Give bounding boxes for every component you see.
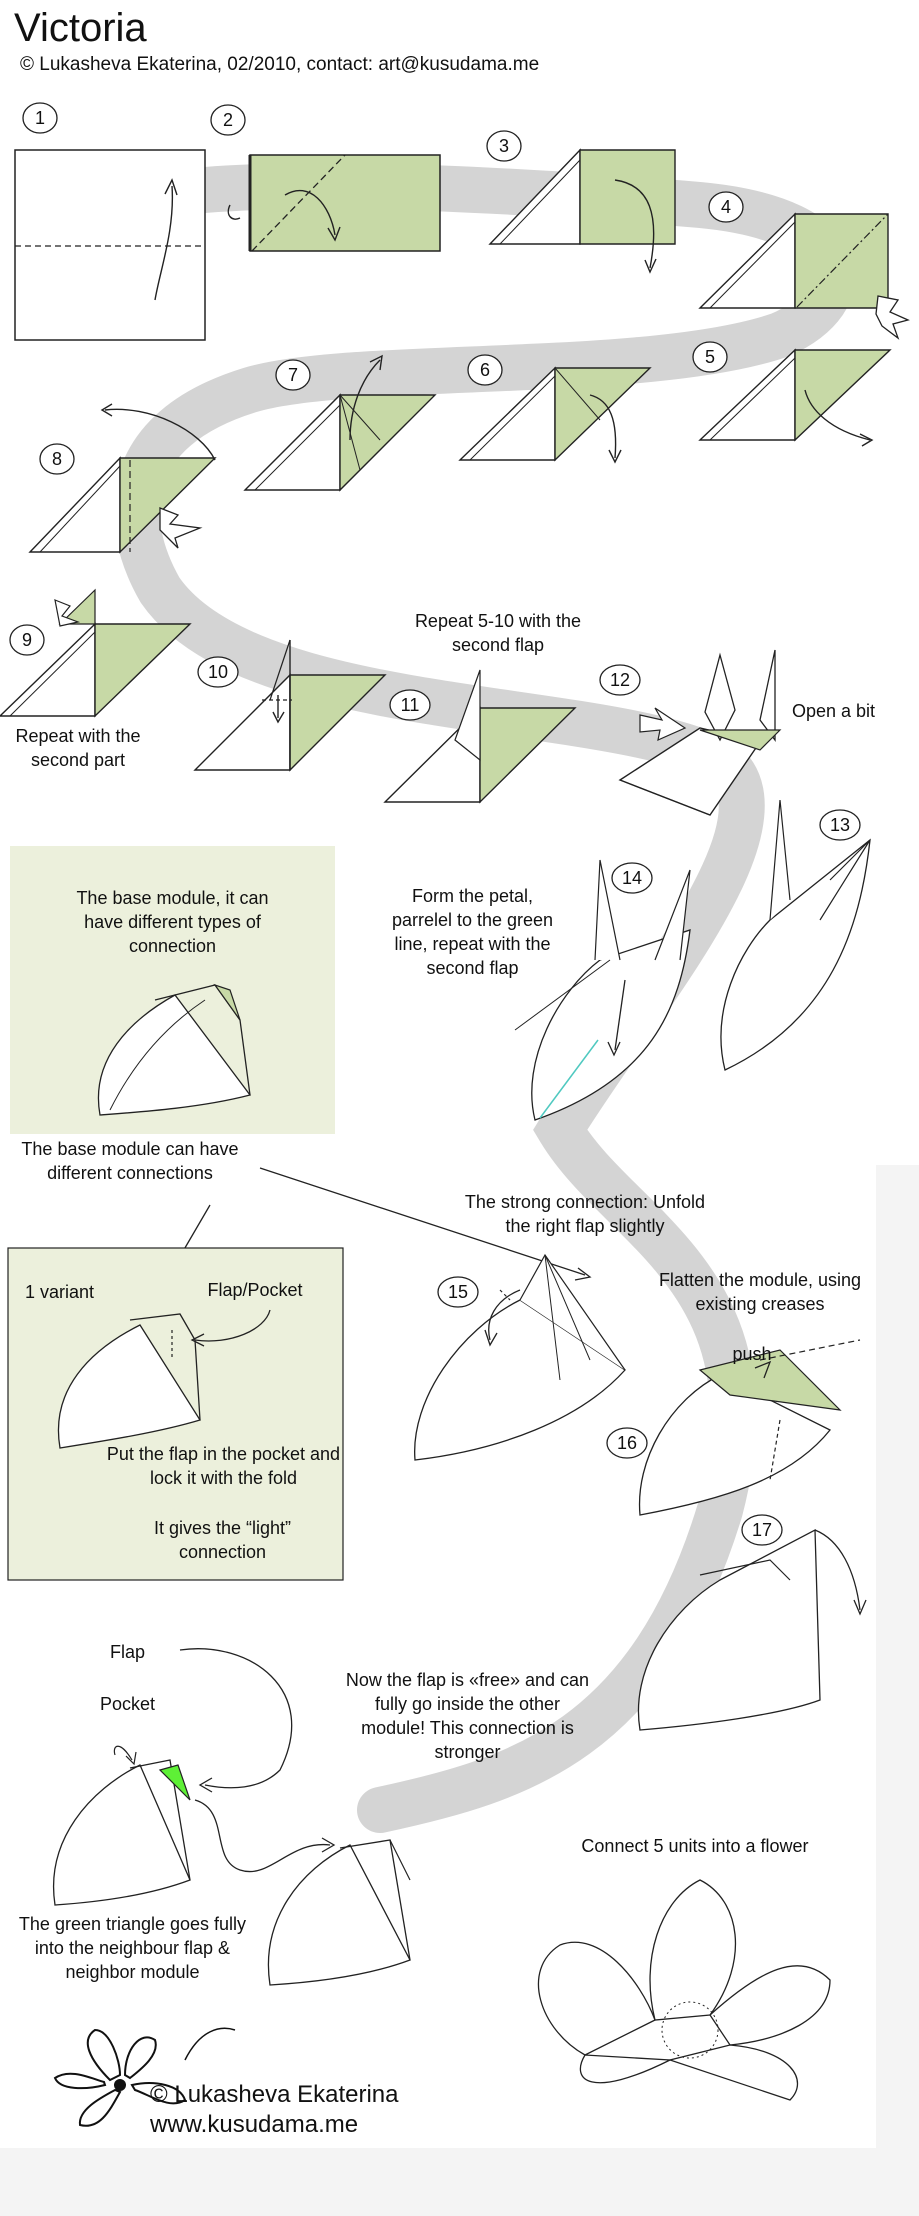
step-7-shape bbox=[243, 354, 437, 492]
step-number: 16 bbox=[616, 1432, 638, 1453]
step-3-shape bbox=[488, 148, 676, 274]
step-15-module bbox=[414, 1253, 626, 1461]
label-repeat-second-part: Repeat with the second part bbox=[15, 726, 141, 770]
step-2-rectangle bbox=[227, 154, 441, 252]
step-10-shape bbox=[193, 639, 387, 772]
step-number: 8 bbox=[51, 448, 62, 469]
copyright-line: © Lukasheva Ekaterina, 02/2010, contact:… bbox=[20, 54, 540, 75]
label-base-module-connections: The base module can have different conne… bbox=[21, 1139, 239, 1183]
step-number: 14 bbox=[621, 867, 643, 888]
step-12-shape bbox=[618, 649, 782, 816]
step-number: 7 bbox=[287, 364, 298, 385]
variant-1-sketch bbox=[57, 1309, 271, 1449]
label-flap-pocket: Flap/Pocket bbox=[207, 1280, 303, 1300]
pocket-module bbox=[53, 1648, 336, 1906]
green-triangle bbox=[158, 1764, 191, 1801]
step-9-shape bbox=[0, 588, 192, 718]
step-number: 13 bbox=[829, 814, 851, 835]
step-4-shape bbox=[698, 212, 910, 340]
step-number: 1 bbox=[34, 107, 45, 128]
step-number: 17 bbox=[751, 1519, 773, 1540]
step-16-module bbox=[638, 1339, 861, 1516]
footer-author: © Lukasheva Ekaterina bbox=[150, 2081, 399, 2108]
base-module-sketch bbox=[97, 983, 252, 1116]
step-number: 10 bbox=[207, 661, 229, 682]
page-title: Victoria bbox=[14, 6, 147, 50]
bottom-panel bbox=[0, 2148, 919, 2216]
step-number: 2 bbox=[222, 109, 233, 130]
step-number: 12 bbox=[609, 669, 631, 690]
flower-logo-icon bbox=[53, 2027, 236, 2127]
label-flatten-module: Flatten the module, using existing creas… bbox=[658, 1270, 862, 1314]
flower-sketch bbox=[537, 1879, 831, 2101]
step-1-square bbox=[14, 149, 206, 341]
step-17-module bbox=[637, 1528, 867, 1731]
neighbor-module bbox=[267, 1839, 411, 1986]
push-arrow-icon bbox=[875, 295, 910, 340]
step-14-petal bbox=[514, 859, 691, 1121]
step-13-petal bbox=[720, 799, 871, 1071]
step-11-shape bbox=[383, 669, 577, 804]
label-push: push bbox=[732, 1344, 772, 1364]
label-open-a-bit: Open a bit bbox=[792, 701, 876, 721]
step-number-circles bbox=[9, 102, 861, 1546]
pointer-arrow bbox=[259, 1167, 586, 1276]
label-base-module-box: The base module, it can have different t… bbox=[76, 888, 269, 956]
label-green-triangle: The green triangle goes fully into the n… bbox=[18, 1914, 247, 1982]
label-light-connection: It gives the “light” connection bbox=[153, 1518, 292, 1562]
footer-website: www.kusudama.me bbox=[150, 2111, 359, 2138]
label-form-petal: Form the petal, parrelel to the green li… bbox=[391, 886, 554, 978]
label-strong-connection: The strong connection: Unfold the right … bbox=[464, 1192, 706, 1236]
label-pocket: Pocket bbox=[100, 1694, 156, 1714]
label-flap-free: Now the flap is «free» and can fully go … bbox=[345, 1670, 590, 1762]
step-6-shape bbox=[458, 366, 652, 464]
label-flap: Flap bbox=[110, 1642, 146, 1662]
step-5-shape bbox=[698, 348, 892, 447]
step-number: 15 bbox=[447, 1281, 469, 1302]
label-put-flap: Put the flap in the pocket and lock it w… bbox=[106, 1444, 341, 1488]
margin-panel bbox=[876, 1165, 919, 2216]
step-number: 11 bbox=[400, 694, 420, 715]
step-number: 3 bbox=[498, 135, 509, 156]
label-repeat-5-10: Repeat 5-10 with the second flap bbox=[414, 611, 582, 655]
step-number: 6 bbox=[479, 359, 490, 380]
label-variant-1: 1 variant bbox=[25, 1282, 95, 1302]
step-number: 9 bbox=[21, 629, 32, 650]
step-8-shape bbox=[28, 403, 217, 554]
step-number: 4 bbox=[720, 196, 731, 217]
label-connect-5: Connect 5 units into a flower bbox=[581, 1836, 809, 1856]
step-number: 5 bbox=[704, 346, 715, 367]
